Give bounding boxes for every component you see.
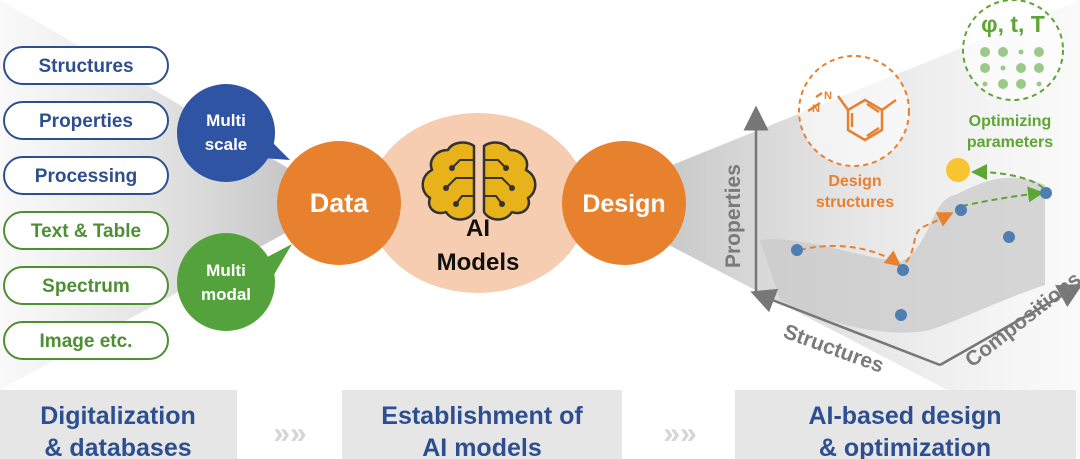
input-label-processing: Processing xyxy=(35,166,137,187)
orange-trajectory-2 xyxy=(905,212,954,263)
z-axis-line xyxy=(939,283,1080,367)
parameters-symbols: φ, t, T xyxy=(981,11,1045,37)
input-pill-text-table xyxy=(3,211,169,250)
ai-models-line1: AI xyxy=(466,215,490,242)
multiscale-bubble: Multi scale xyxy=(177,84,290,182)
input-label-text-table: Text & Table xyxy=(31,221,141,242)
green-trajectory-2 xyxy=(971,164,1044,189)
input-pill-properties xyxy=(3,101,169,140)
design-node xyxy=(562,141,686,265)
plot-axes xyxy=(743,105,1080,367)
input-label-image: Image etc. xyxy=(40,331,133,352)
ai-models-line2: Models xyxy=(437,249,520,276)
stage-box-3 xyxy=(735,390,1076,459)
multimodal-bubble: Multi modal xyxy=(177,233,292,331)
data-point xyxy=(1003,231,1015,243)
parameters-dots xyxy=(980,47,1044,89)
orange-trajectory-1 xyxy=(799,244,902,267)
data-point xyxy=(897,264,909,276)
molecule-icon xyxy=(807,91,897,142)
ai-models-ellipse xyxy=(368,113,588,293)
molecule-n-left: N xyxy=(824,90,832,102)
brain-icon xyxy=(421,141,537,221)
green-trajectory-1 xyxy=(961,186,1044,207)
molecule-n-right: N xyxy=(812,103,820,115)
input-list: Structures Properties Processing Text & … xyxy=(3,46,169,360)
input-label-spectrum: Spectrum xyxy=(42,276,130,297)
multimodal-line1: Multi xyxy=(206,261,246,280)
design-structures-line2: structures xyxy=(816,194,894,211)
multiscale-bubble-circle xyxy=(177,84,275,182)
parameters-circle xyxy=(962,0,1064,101)
optimum-point xyxy=(946,158,970,182)
stage1-line1: Digitalization xyxy=(40,402,196,430)
multimodal-line2: modal xyxy=(201,285,251,304)
data-point xyxy=(1040,187,1052,199)
stage2-line2: AI models xyxy=(422,434,541,459)
input-pill-image xyxy=(3,321,169,360)
stage2-line1: Establishment of xyxy=(381,402,583,430)
stage-box-1 xyxy=(0,390,237,459)
data-point xyxy=(895,309,907,321)
plot-points xyxy=(791,187,1052,321)
data-point xyxy=(791,244,803,256)
stage-box-2 xyxy=(342,390,622,459)
input-pill-processing xyxy=(3,156,169,195)
design-structures-circle xyxy=(798,55,910,167)
stage-arrow-1: »» xyxy=(273,417,306,450)
input-label-structures: Structures xyxy=(38,56,133,77)
input-pill-structures xyxy=(3,46,169,85)
design-node-label: Design xyxy=(582,190,665,218)
input-pill-spectrum xyxy=(3,266,169,305)
design-structures-line1: Design xyxy=(828,173,881,190)
stage-arrow-2: »» xyxy=(663,417,696,450)
multiscale-line2: scale xyxy=(205,135,248,154)
data-point xyxy=(955,204,967,216)
y-axis-label: Properties xyxy=(722,164,745,268)
stage3-line1: AI-based design xyxy=(808,402,1001,430)
optimizing-line2: parameters xyxy=(967,134,1053,151)
multiscale-line1: Multi xyxy=(206,111,246,130)
response-surface xyxy=(760,177,1045,333)
data-node-label: Data xyxy=(310,188,370,218)
stage1-line2: & databases xyxy=(44,434,191,459)
x-axis-line xyxy=(750,288,941,367)
stage3-line2: & optimization xyxy=(819,434,991,459)
optimizing-line1: Optimizing xyxy=(969,113,1052,130)
input-label-properties: Properties xyxy=(39,111,133,132)
right-funnel xyxy=(640,0,1080,459)
multimodal-bubble-circle xyxy=(177,233,275,331)
data-node xyxy=(277,141,401,265)
